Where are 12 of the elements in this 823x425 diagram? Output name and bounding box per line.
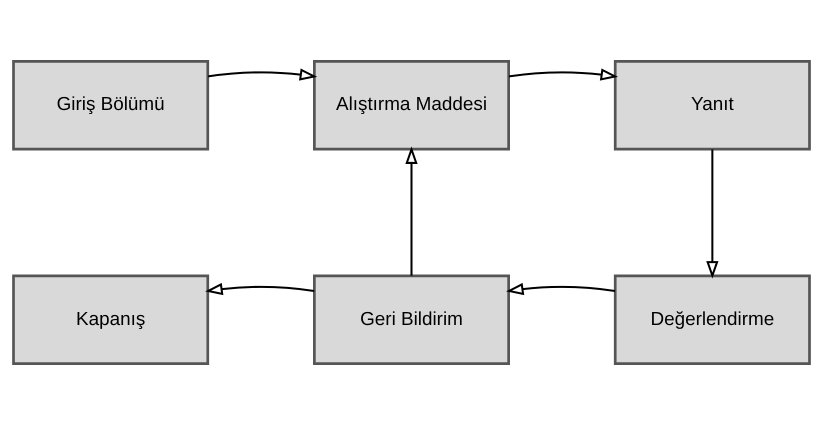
node-box: Kapanış <box>12 274 210 365</box>
node-box: Alıştırma Maddesi <box>313 60 510 150</box>
arrow <box>506 282 616 296</box>
node-box: Değerlendirme <box>614 274 811 365</box>
node-box: Yanıt <box>614 60 811 150</box>
node-box: Geri Bildirim <box>313 274 510 365</box>
arrow <box>205 282 314 296</box>
arrow <box>508 68 618 81</box>
node-box: Giriş Bölümü <box>12 60 210 150</box>
arrow <box>706 149 718 279</box>
arrow <box>208 68 318 81</box>
arrow <box>405 146 418 276</box>
